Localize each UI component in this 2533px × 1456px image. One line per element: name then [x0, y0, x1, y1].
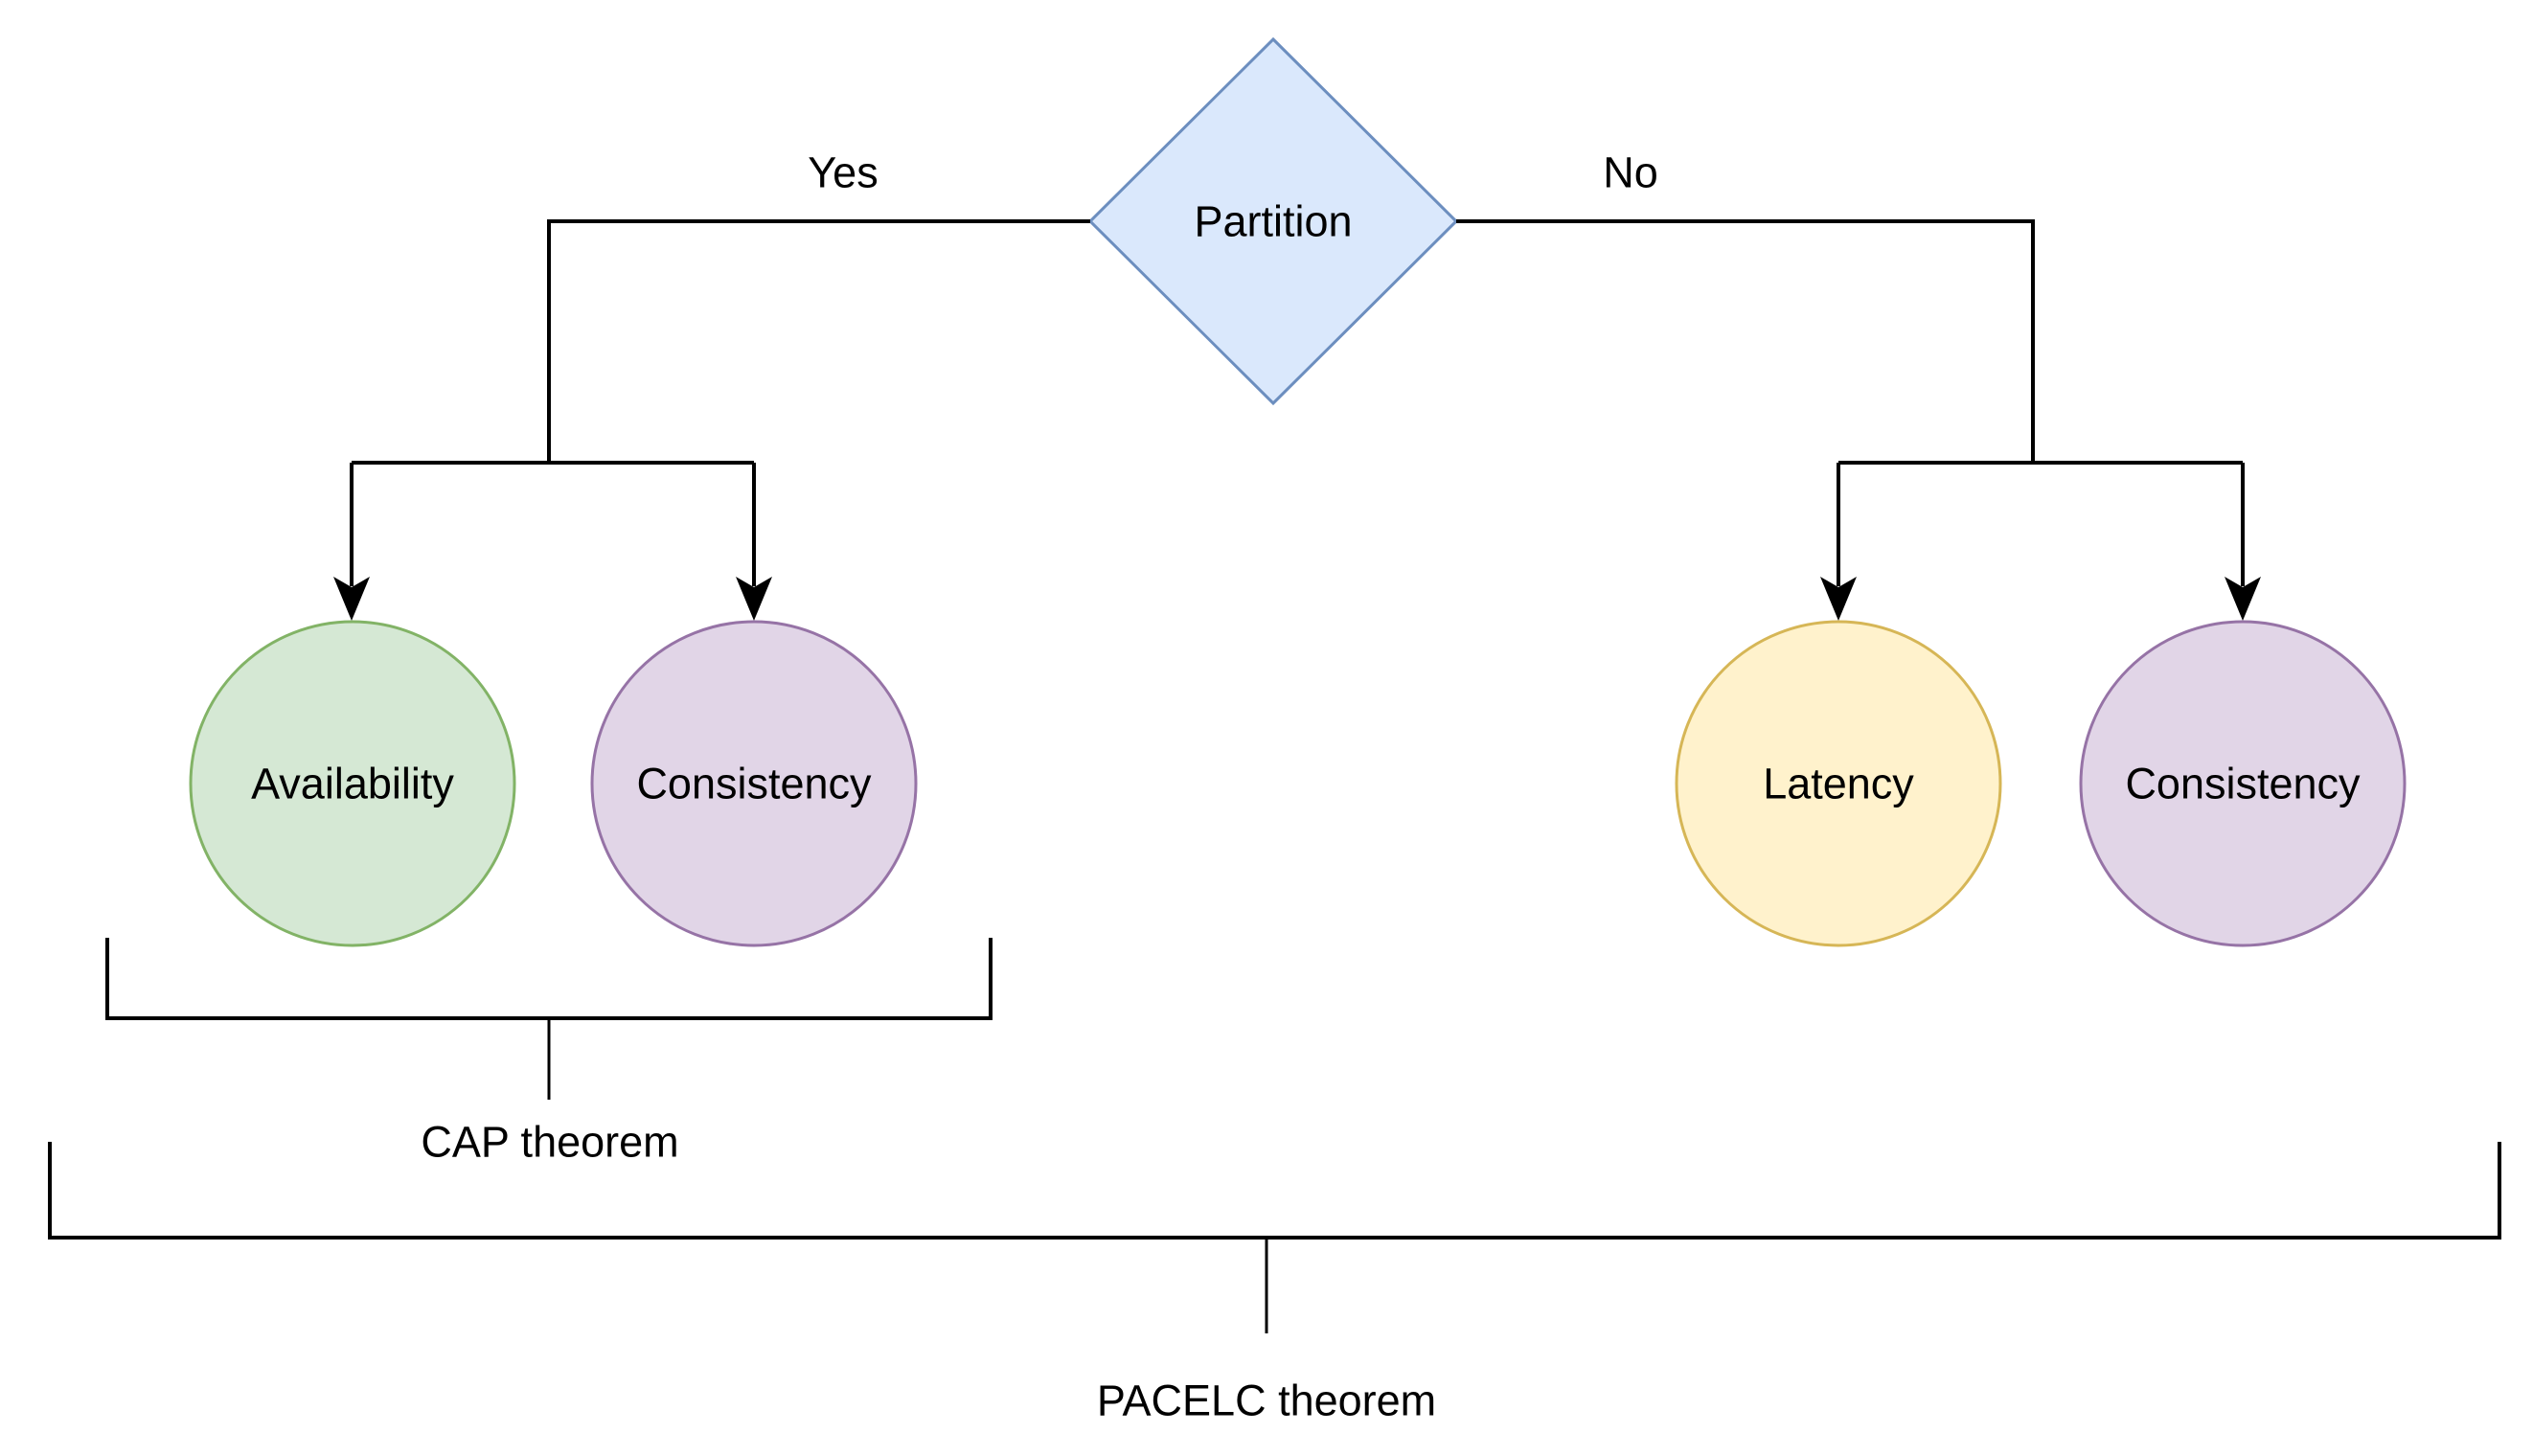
arrow-latency-head-icon	[1820, 577, 1857, 621]
arrow-availability-head-icon	[333, 577, 370, 621]
no-branch-label: No	[1603, 148, 1658, 197]
arrow-consistency-pacelc-head-icon	[2225, 577, 2261, 621]
pacelc-theorem-label: PACELC theorem	[1097, 1376, 1436, 1425]
node-consistency-cap-label: Consistency	[636, 760, 872, 808]
yes-edge	[547, 219, 1090, 463]
pacelc-bracket	[48, 1142, 2501, 1240]
node-availability-label: Availability	[251, 760, 454, 808]
partition-diamond-label: Partition	[1194, 197, 1352, 246]
node-availability	[189, 620, 516, 947]
node-consistency-cap	[590, 620, 918, 947]
node-latency	[1675, 620, 2002, 947]
yes-branch-label: Yes	[808, 148, 878, 197]
partition-diamond	[1087, 36, 1459, 406]
cap-bracket	[105, 938, 993, 1020]
no-edge	[1456, 219, 2035, 463]
arrow-consistency-cap-head-icon	[736, 577, 772, 621]
cap-theorem-label: CAP theorem	[421, 1118, 678, 1167]
node-consistency-pacelc-label: Consistency	[2125, 760, 2361, 808]
node-consistency-pacelc	[2079, 620, 2407, 947]
node-latency-label: Latency	[1763, 760, 1914, 808]
